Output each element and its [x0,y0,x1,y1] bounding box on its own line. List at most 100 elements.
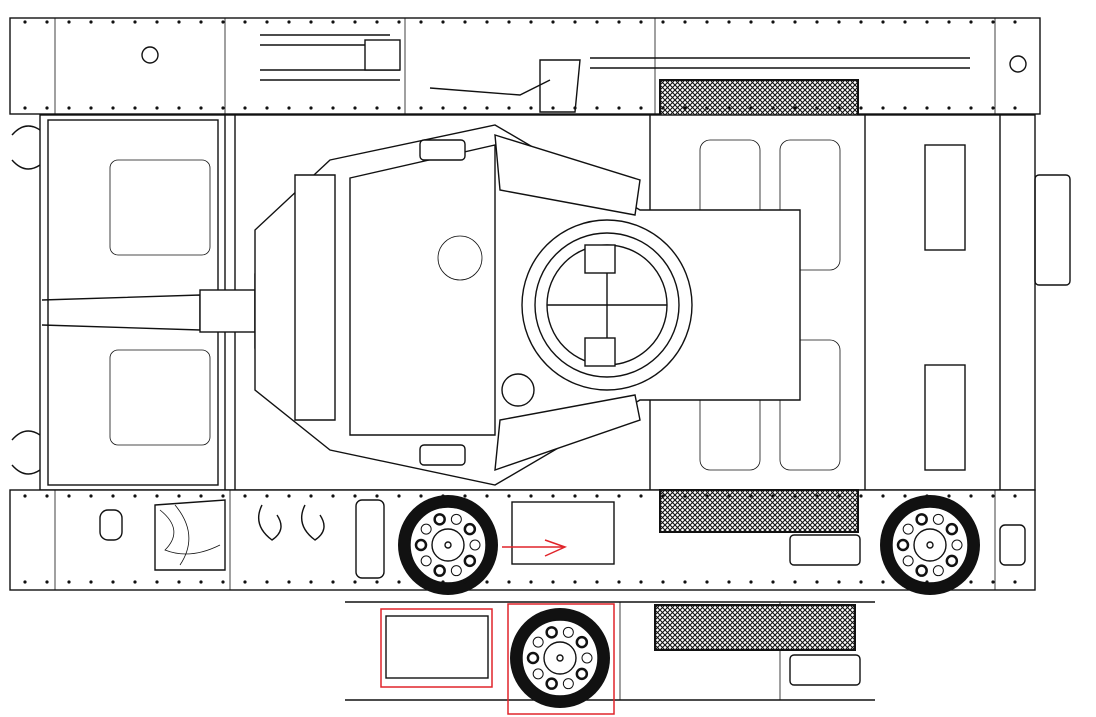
rivet [705,494,709,498]
rivet [749,20,753,24]
rivet [89,106,93,110]
rivet [199,106,203,110]
rivet [199,20,203,24]
rivet [683,106,687,110]
rivet [595,494,599,498]
wheel-hole [469,539,481,551]
rivet [265,106,269,110]
rivet [639,580,643,584]
rivet [925,20,929,24]
rivet [551,580,555,584]
rivet [749,106,753,110]
rivet [991,494,995,498]
rivet [243,580,247,584]
rivet [727,20,731,24]
rivet [45,106,49,110]
rivet [727,580,731,584]
rivet [45,580,49,584]
rivet [573,20,577,24]
rivet [573,580,577,584]
rivet [133,20,137,24]
wheel-hole [545,626,558,639]
rivet [419,580,423,584]
rivet [859,106,863,110]
rivet [419,494,423,498]
rivet [925,580,929,584]
wheel-hole [562,626,574,638]
rivet [23,580,27,584]
rivet [111,20,115,24]
rivet [991,20,995,24]
rivet [507,580,511,584]
stowage-box [511,501,615,565]
wheel-hole [575,667,589,681]
rivet [617,106,621,110]
rivet [177,580,181,584]
rivet [727,494,731,498]
rivet [331,20,335,24]
stowage-box [385,615,489,679]
rivet [529,494,533,498]
rivet [265,580,269,584]
red-arrow-icon [502,539,568,557]
rivet [353,20,357,24]
rivet [639,20,643,24]
rivet [705,580,709,584]
rivet [661,106,665,110]
rivet [243,20,247,24]
rivet [111,580,115,584]
rivet [551,20,555,24]
rivet [23,106,27,110]
rivet [903,20,907,24]
rivet [375,494,379,498]
rivet [529,580,533,584]
rivet [45,20,49,24]
rivet [287,20,291,24]
rivet [199,580,203,584]
rivet [727,106,731,110]
rivet [815,494,819,498]
rivet [661,494,665,498]
tow-hook-icon [11,430,41,475]
rivet [309,20,313,24]
wheel-hole [526,651,540,665]
rivet [573,106,577,110]
rivet [815,20,819,24]
rivet [793,106,797,110]
rivet [947,20,951,24]
highlight-box-stowage [380,608,493,688]
rivet [617,580,621,584]
top-fender [9,17,1041,121]
bottom-fender [9,489,1036,591]
rivet [155,580,159,584]
rivet [221,494,225,498]
wheel-hole [433,564,446,577]
lower-detail-strip [345,601,875,708]
rivet [815,106,819,110]
rivet [309,494,313,498]
rivet [837,580,841,584]
rivet [925,494,929,498]
wheel-hole [932,565,944,577]
rivet [397,494,401,498]
wheel-hole [902,523,914,535]
rivet [375,580,379,584]
rivet [683,580,687,584]
wheel-hole [902,555,914,567]
rivet [881,580,885,584]
rivet [617,494,621,498]
wheel-hole [420,523,432,535]
rivet [309,106,313,110]
rivet [353,494,357,498]
rivet [529,106,533,110]
rivet [309,580,313,584]
rivet [397,106,401,110]
wheel-hole [932,513,944,525]
rivet [485,20,489,24]
rivet [793,20,797,24]
rivet [551,106,555,110]
rivet [683,494,687,498]
rivet [969,580,973,584]
road-wheel [510,608,610,708]
rivet [705,20,709,24]
